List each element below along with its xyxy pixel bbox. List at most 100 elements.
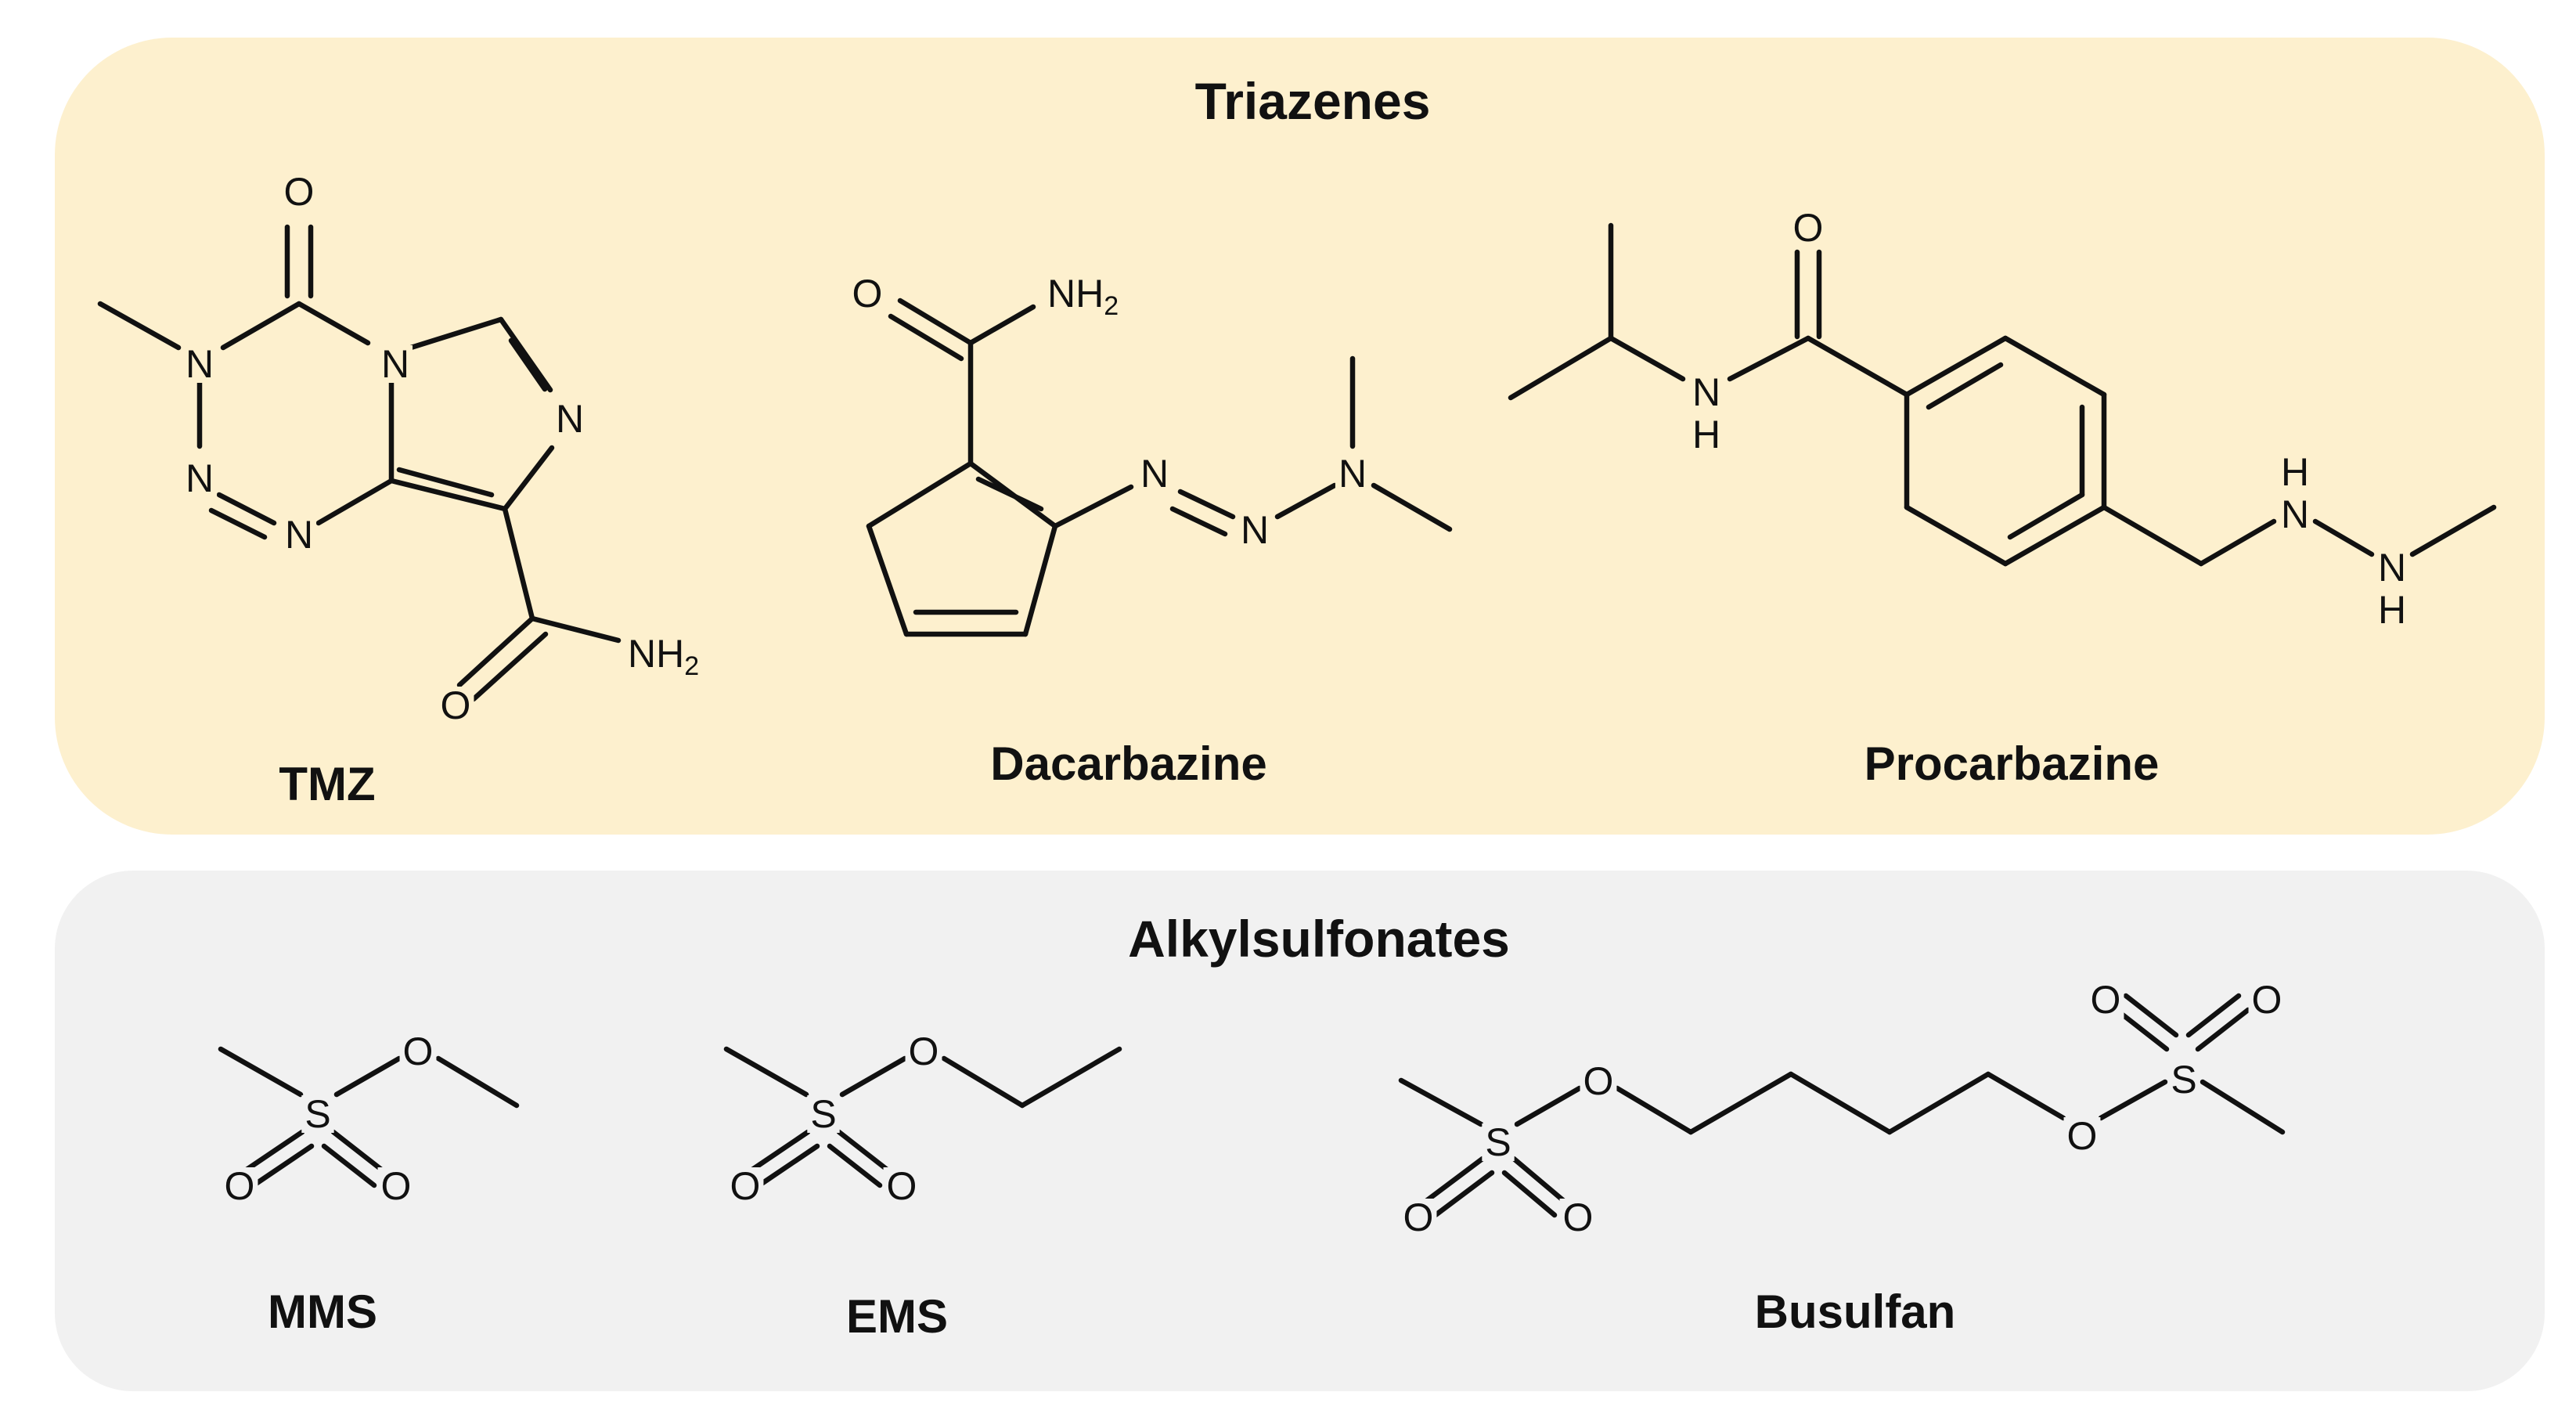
bond-line	[220, 301, 302, 351]
atom-label-background	[399, 1033, 437, 1070]
atom-label-background	[301, 1095, 334, 1133]
atom-label-background	[1335, 455, 1371, 492]
atom-label: N	[1338, 452, 1367, 496]
atom-label-background	[848, 275, 886, 312]
bond-line	[470, 631, 549, 702]
bond-line	[2312, 518, 2375, 557]
atom-label-background	[1789, 209, 1827, 247]
bond-line	[897, 298, 974, 346]
atom-label: O	[381, 1164, 412, 1208]
bond-line	[97, 301, 182, 351]
atom-label-background	[1559, 1199, 1597, 1236]
bond-line	[1926, 362, 2004, 410]
bond-line	[296, 301, 371, 346]
atom-label-background	[1482, 1123, 1515, 1161]
bond-line	[1019, 1046, 1122, 1109]
alkylsulfonates-title: Alkylsulfonates	[1128, 910, 1510, 968]
bond-line	[330, 1129, 387, 1174]
atom-label-background	[2374, 591, 2410, 629]
atom-label-background	[1400, 1199, 1437, 1236]
bond-line	[315, 478, 395, 526]
atom-label-background	[1044, 275, 1122, 318]
bond-line	[1274, 482, 1338, 520]
bond-line	[2409, 504, 2497, 557]
atom-label: H	[1692, 413, 1720, 456]
mms-structure: S O O O	[218, 1030, 520, 1208]
atom-label-background	[377, 1167, 415, 1205]
triazenes-panel-background	[55, 38, 2545, 835]
bond-line	[2101, 504, 2204, 567]
bond-line	[1727, 335, 1811, 382]
atom-label: O	[225, 1164, 255, 1208]
ems-structure: S O O O	[723, 1030, 1122, 1208]
atom-label-background	[2063, 1117, 2101, 1155]
atom-label: O	[887, 1164, 917, 1208]
atom-label: O	[2091, 978, 2121, 1022]
atom-label: S	[1485, 1120, 1511, 1164]
atom-label: S	[810, 1092, 836, 1136]
bond-line	[827, 1143, 883, 1188]
busulfan-label: Busulfan	[1755, 1286, 1956, 1338]
atom-label: N	[2378, 546, 2406, 590]
bond-line	[241, 1129, 305, 1174]
atom-label-background	[905, 1033, 942, 1070]
bond-line	[888, 313, 964, 362]
bond-line	[321, 1143, 377, 1188]
triazenes-title: Triazenes	[1195, 72, 1431, 130]
atom-label: N	[2281, 492, 2309, 536]
bond-line	[866, 460, 974, 529]
bond-line	[333, 1055, 402, 1098]
bond-line	[1608, 335, 1686, 382]
bond-line	[1886, 1071, 1991, 1135]
atom-label: O	[441, 683, 471, 727]
bond-line	[1614, 1085, 1694, 1135]
bond-line	[456, 615, 535, 688]
bond-line	[1371, 482, 1453, 532]
atom-label: O	[1793, 206, 1824, 250]
mms-label: MMS	[268, 1286, 377, 1338]
bond-line	[1688, 1071, 1794, 1135]
bond-line	[250, 1143, 315, 1188]
bond-line	[839, 1055, 908, 1098]
bond-line	[498, 316, 553, 393]
bond-line	[967, 304, 1036, 346]
bond-line	[435, 1055, 520, 1109]
atom-label-background	[221, 1167, 258, 1205]
bond-line	[2007, 492, 2085, 540]
bond-line	[1432, 1170, 1495, 1218]
atom-label: O	[1403, 1195, 1434, 1239]
atom-label: N	[556, 397, 584, 441]
tmz-label: TMZ	[279, 758, 375, 810]
atom-label-background	[2167, 1061, 2200, 1098]
bond-line	[529, 615, 621, 644]
bond-line	[218, 1046, 304, 1098]
bond-line	[1904, 335, 2009, 398]
atom-label-background	[883, 1167, 921, 1205]
alkylsulfonates-panel-background	[55, 871, 2545, 1391]
atom-label: H	[2378, 588, 2406, 632]
atom-label-background	[281, 516, 317, 554]
atom-label: N	[285, 513, 313, 557]
atom-label-background	[1237, 511, 1273, 549]
bond-line	[1501, 1170, 1558, 1218]
bond-line	[2200, 1079, 2286, 1135]
atom-label-background	[1580, 1062, 1617, 1100]
bond-line	[1514, 1085, 1583, 1127]
atom-label: O	[403, 1030, 434, 1073]
atom-label: H	[2281, 450, 2309, 494]
bond-line	[216, 492, 277, 526]
bond-line	[1398, 1077, 1484, 1127]
bond-line	[396, 467, 495, 498]
atom-label: N	[186, 342, 214, 386]
atom-label-background	[2277, 496, 2313, 533]
bond-line	[1177, 489, 1236, 520]
atom-label: O	[1583, 1059, 1614, 1103]
atom-label-background	[1137, 455, 1173, 492]
bond-line	[1511, 1156, 1567, 1204]
atom-label-background	[2087, 981, 2124, 1019]
bond-line	[2185, 993, 2242, 1038]
bond-line	[723, 1046, 809, 1098]
procarbazine-label: Procarbazine	[1864, 737, 2160, 790]
atom-label-background	[1688, 416, 1724, 453]
bond-line	[866, 523, 910, 637]
